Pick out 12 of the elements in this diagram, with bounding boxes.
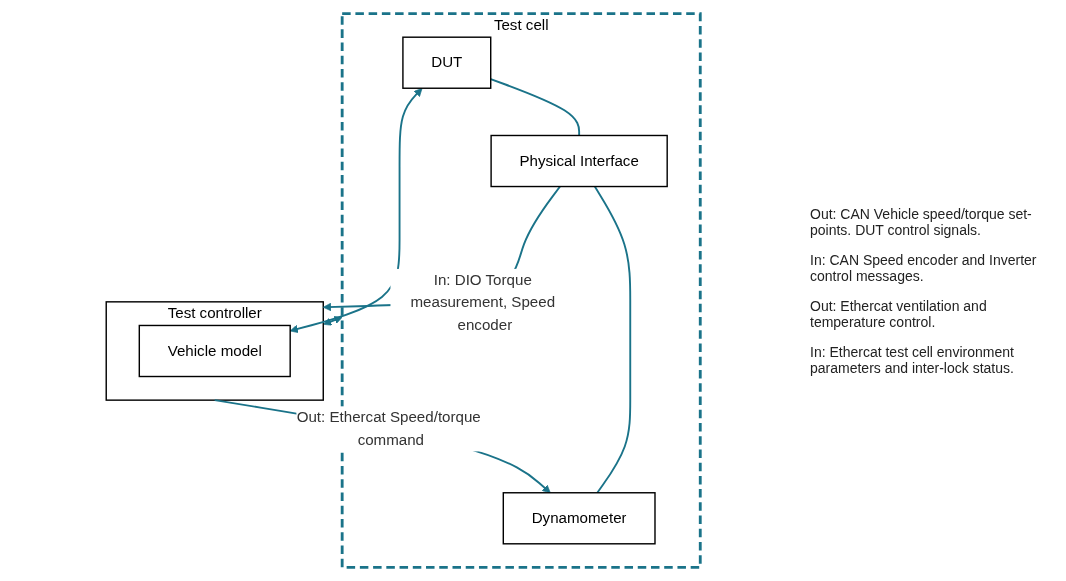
note: Out: CAN Vehicle speed/torque set-points. DUT control signals. <box>810 205 1033 238</box>
arrow <box>323 316 343 326</box>
node-box: Physical Interface <box>490 134 668 188</box>
node-box: DUT <box>401 36 492 89</box>
note: In: Ethercat test cell environment parameters and inter-lock status. <box>810 343 1015 376</box>
note: In: CAN Speed encoder and Inverter control messages. <box>810 251 1038 284</box>
connector <box>593 185 631 494</box>
node-box: Dynamometer <box>502 492 656 545</box>
arrow <box>289 88 423 333</box>
note: Out: Ethercat ventilation and temperature control. <box>810 297 988 330</box>
node-box: Vehicle model <box>138 324 291 378</box>
edge-label: In: DIO Torque measurement, Speed encoder <box>410 271 555 333</box>
